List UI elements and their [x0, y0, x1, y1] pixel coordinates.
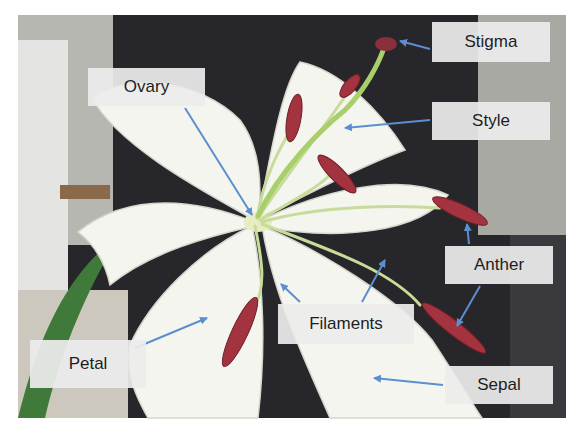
anther	[314, 151, 361, 198]
photo-background	[18, 15, 566, 418]
anther	[418, 298, 490, 358]
label-box: Petal	[30, 340, 146, 388]
part-name: Stigma	[465, 32, 518, 52]
part-name: Sepal	[477, 375, 520, 395]
part-name: Filaments	[309, 314, 383, 334]
label-box: Anther	[445, 246, 553, 284]
leader-line	[362, 260, 385, 302]
part-name: Style	[472, 111, 510, 131]
filament	[262, 206, 440, 222]
person-shirt	[18, 40, 68, 300]
anther	[336, 71, 363, 100]
anther	[430, 192, 490, 230]
leader-line	[400, 41, 430, 49]
part-name: Petal	[69, 354, 108, 374]
leader-line	[185, 108, 252, 215]
stigma	[375, 37, 397, 51]
stool	[60, 185, 110, 199]
petal	[129, 226, 263, 418]
label-box: Style	[432, 102, 550, 140]
part-name: Ovary	[124, 77, 169, 97]
anther	[283, 93, 305, 143]
leader-line	[457, 286, 480, 326]
label-box: Sepal	[445, 366, 553, 404]
leader-line	[345, 120, 430, 128]
leader-line	[467, 224, 469, 244]
part-name: Anther	[474, 255, 524, 275]
filament	[258, 92, 348, 218]
anther	[217, 294, 264, 370]
leader-line	[374, 378, 443, 385]
label-box: Filaments	[278, 304, 414, 344]
label-box: Stigma	[432, 22, 550, 62]
label-box: Ovary	[88, 68, 205, 106]
leader-line	[281, 284, 300, 302]
filament	[262, 224, 420, 305]
style	[258, 48, 384, 216]
